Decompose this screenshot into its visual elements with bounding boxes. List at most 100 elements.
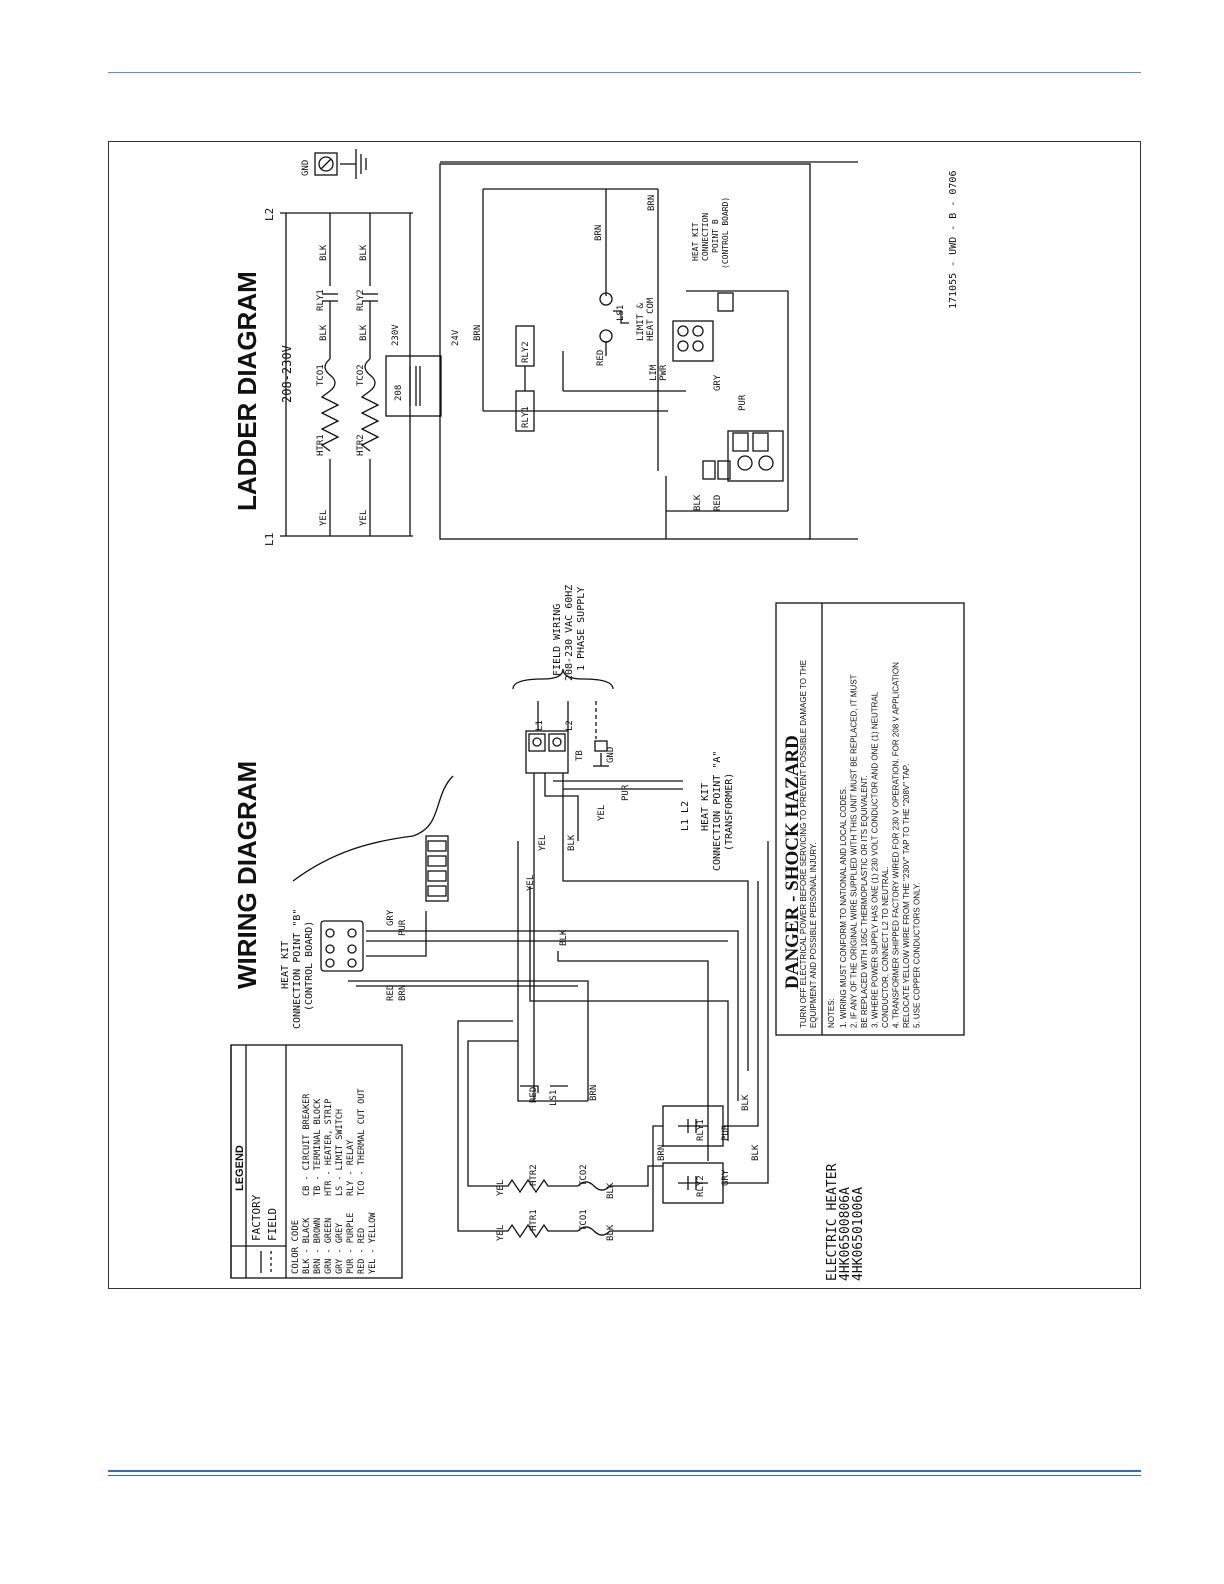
- legend-abbreviation: RLY - RELAY: [346, 1140, 356, 1196]
- legend-color-code: PUR - PURPLE: [346, 1213, 356, 1274]
- conn-b-3: (CONTROL BOARD): [304, 921, 315, 1011]
- conn-a-2: CONNECTION POINT "A": [712, 751, 723, 871]
- ladder-gry: GRY: [713, 374, 723, 391]
- wiring-ls1: LS1: [549, 1090, 559, 1106]
- legend-abbreviation: TB - TERMINAL BLOCK: [313, 1098, 323, 1196]
- legend-abbreviation: CB - CIRCUIT BREAKER: [302, 1093, 312, 1196]
- wiring-pur-2: PUR: [398, 919, 408, 936]
- danger-title: DANGER - SHOCK HAZARD: [782, 735, 803, 989]
- legend-factory: FACTORY: [250, 1194, 263, 1241]
- field-wiring-3: 1 PHASE SUPPLY: [576, 587, 587, 671]
- wiring-gry: GRY: [386, 909, 396, 926]
- ladder-yel-1: YEL: [319, 510, 329, 526]
- wiring-gry-2: GRY: [721, 1169, 731, 1186]
- ladder-title: LADDER DIAGRAM: [232, 271, 262, 511]
- legend-abbreviation: HTR - HEATER, STRIP: [324, 1099, 334, 1196]
- wiring-pur: PUR: [621, 784, 631, 801]
- wiring-blk-4: BLK: [751, 1144, 761, 1161]
- ladder-brn-3: BRN: [647, 195, 657, 211]
- wiring-yel-1: YEL: [597, 805, 607, 821]
- ladder-blk-3: BLK: [319, 244, 329, 261]
- wiring-yel-3: YEL: [526, 875, 536, 891]
- wiring-l2: L2: [565, 720, 575, 731]
- ladder-230v-tap: 230V: [391, 324, 401, 346]
- ladder-rly1-coil: RLY1: [521, 406, 531, 428]
- ladder-yel-2: YEL: [359, 510, 369, 526]
- ladder-rly2-coil: RLY2: [521, 341, 531, 363]
- model-number-1: 4HK06500806A: [838, 1187, 853, 1281]
- ladder-voltage-label: 208-230V: [280, 345, 294, 403]
- footer-rule-thin: [108, 1475, 1141, 1476]
- ladder-lim-pwr-1: LIM: [649, 364, 659, 381]
- ladder-htr1: HTR1: [316, 434, 326, 456]
- ladder-208-tap: 208: [394, 385, 404, 401]
- legend-color-code: GRY - GREY: [335, 1223, 345, 1274]
- danger-note: CONDUCTOR, CONNECT L2 TO NEUTRAL.: [881, 866, 890, 1028]
- legend-color-code: RED - RED: [357, 1228, 367, 1274]
- wiring-l1l2: L1 L2: [680, 801, 691, 831]
- wiring-tco1: TCO1: [579, 1209, 589, 1231]
- wiring-title: WIRING DIAGRAM: [232, 761, 262, 989]
- ladder-blk-5: BLK: [693, 494, 703, 511]
- danger-note: 1. WIRING MUST CONFORM TO NATIONAL AND L…: [839, 787, 848, 1028]
- ladder-gnd-label: GND: [301, 160, 311, 176]
- wiring-tb: TB: [575, 750, 585, 761]
- wiring-pur-3: PUR: [721, 1124, 731, 1141]
- wiring-yel-2: YEL: [538, 835, 548, 851]
- ladder-heat-kit-4: (CONTROL BOARD): [721, 197, 730, 269]
- legend-abbreviation: LS - LIMIT SWITCH: [335, 1109, 345, 1196]
- wiring-red-2: RED: [529, 1087, 539, 1103]
- ladder-red-2: RED: [713, 495, 723, 511]
- wiring-htr1: HTR1: [529, 1209, 539, 1231]
- danger-warning-1: TURN OFF ELECTRICAL POWER BEFORE SERVICI…: [799, 660, 808, 1028]
- ladder-lim-pwr-2: PWR: [659, 364, 669, 381]
- ladder-limit-com-1: LIMIT &: [636, 302, 646, 341]
- ladder-brn-2: BRN: [594, 225, 604, 241]
- wiring-schematic: LADDER DIAGRAM L1 L2 208-230V GND YEL YE…: [230, 149, 965, 1281]
- field-wiring-2: 208-230 VAC 60HZ: [564, 585, 575, 681]
- conn-b-1: HEAT KIT: [280, 941, 291, 989]
- notes-title: NOTES:: [827, 998, 836, 1028]
- ladder-red: RED: [596, 350, 606, 366]
- ladder-tco1: TCO1: [316, 364, 326, 386]
- ladder-pur: PUR: [738, 394, 748, 411]
- wiring-blk-3: BLK: [741, 1094, 751, 1111]
- wiring-brn-3: BRN: [657, 1145, 667, 1161]
- danger-note: RELOCATE YELLOW WIRE FROM THE "230V" TAP…: [902, 764, 911, 1028]
- ladder-l2-label: L2: [263, 208, 276, 221]
- legend-abbreviation: TCO - THERMAL CUT OUT: [357, 1089, 367, 1196]
- wiring-yel-5: YEL: [496, 1225, 506, 1241]
- ladder-limit-com-2: HEAT COM: [646, 297, 656, 341]
- danger-warning-2: EQUIPMENT AND POSSIBLE PERSONAL INJURY.: [809, 842, 818, 1028]
- ladder-blk-4: BLK: [359, 244, 369, 261]
- diagram-frame: [108, 141, 1141, 1289]
- ladder-tco2: TCO2: [356, 364, 366, 386]
- danger-note: 5. USE COPPER CONDUCTORS ONLY.: [913, 883, 922, 1028]
- wiring-htr2: HTR2: [529, 1164, 539, 1186]
- wiring-blk-6: BLK: [606, 1224, 616, 1241]
- conn-a-1: HEAT KIT: [700, 783, 711, 831]
- footer-rule: [108, 1470, 1141, 1472]
- wiring-yel-4: YEL: [496, 1180, 506, 1196]
- legend-color-code: YEL - YELLOW: [368, 1212, 378, 1274]
- ladder-blk-2: BLK: [359, 324, 369, 341]
- ladder-blk-1: BLK: [319, 324, 329, 341]
- wiring-blk-5: BLK: [606, 1182, 616, 1199]
- ladder-heat-kit-2: CONNECTION: [701, 213, 710, 261]
- wiring-brn-2: BRN: [589, 1085, 599, 1101]
- danger-note: 4. TRANSFORMER SHIPPED FACTORY WIRED FOR…: [892, 662, 901, 1028]
- ladder-heat-kit-1: HEAT KIT: [691, 222, 700, 261]
- danger-note: BE REPLACED WITH 105C THERMOPLASTIC OR I…: [860, 775, 869, 1028]
- ladder-rly2: RLY2: [356, 289, 366, 311]
- legend-title: LEGEND: [234, 1145, 246, 1191]
- wiring-rly2: RLY2: [696, 1175, 706, 1197]
- danger-notes: 1. WIRING MUST CONFORM TO NATIONAL AND L…: [839, 662, 922, 1028]
- legend-field: FIELD: [266, 1208, 279, 1241]
- ladder-24v: 24V: [451, 329, 461, 346]
- wiring-brn: BRN: [398, 985, 408, 1001]
- field-wiring-1: FIELD WIRING: [552, 604, 563, 676]
- ladder-heat-kit-3: POINT B: [711, 219, 720, 253]
- wiring-blk-1: BLK: [567, 834, 577, 851]
- legend-color-code: BRN - BROWN: [313, 1218, 323, 1274]
